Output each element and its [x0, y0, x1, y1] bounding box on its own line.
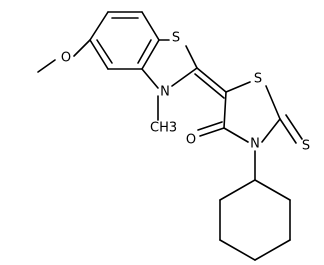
n-benzothiazole-label: N	[160, 85, 170, 100]
n-thiazolidine-label: N	[250, 137, 260, 152]
s-thiazolidine-label: S	[254, 72, 262, 87]
benzene-ring	[89, 11, 160, 70]
methoxy-group	[37, 39, 91, 73]
o-methoxy-label: O	[61, 51, 71, 66]
exocyclic-double-bond	[194, 67, 227, 99]
o-carbonyl-label: O	[186, 133, 196, 148]
s-thione-label: S	[302, 139, 310, 154]
s-benzothiazole-label: S	[172, 31, 180, 46]
methyl-label: CH3	[150, 121, 177, 136]
thiazolidine-ring	[197, 81, 303, 181]
cyclohexyl-ring	[219, 179, 291, 261]
thiazole-ring	[141, 39, 198, 121]
